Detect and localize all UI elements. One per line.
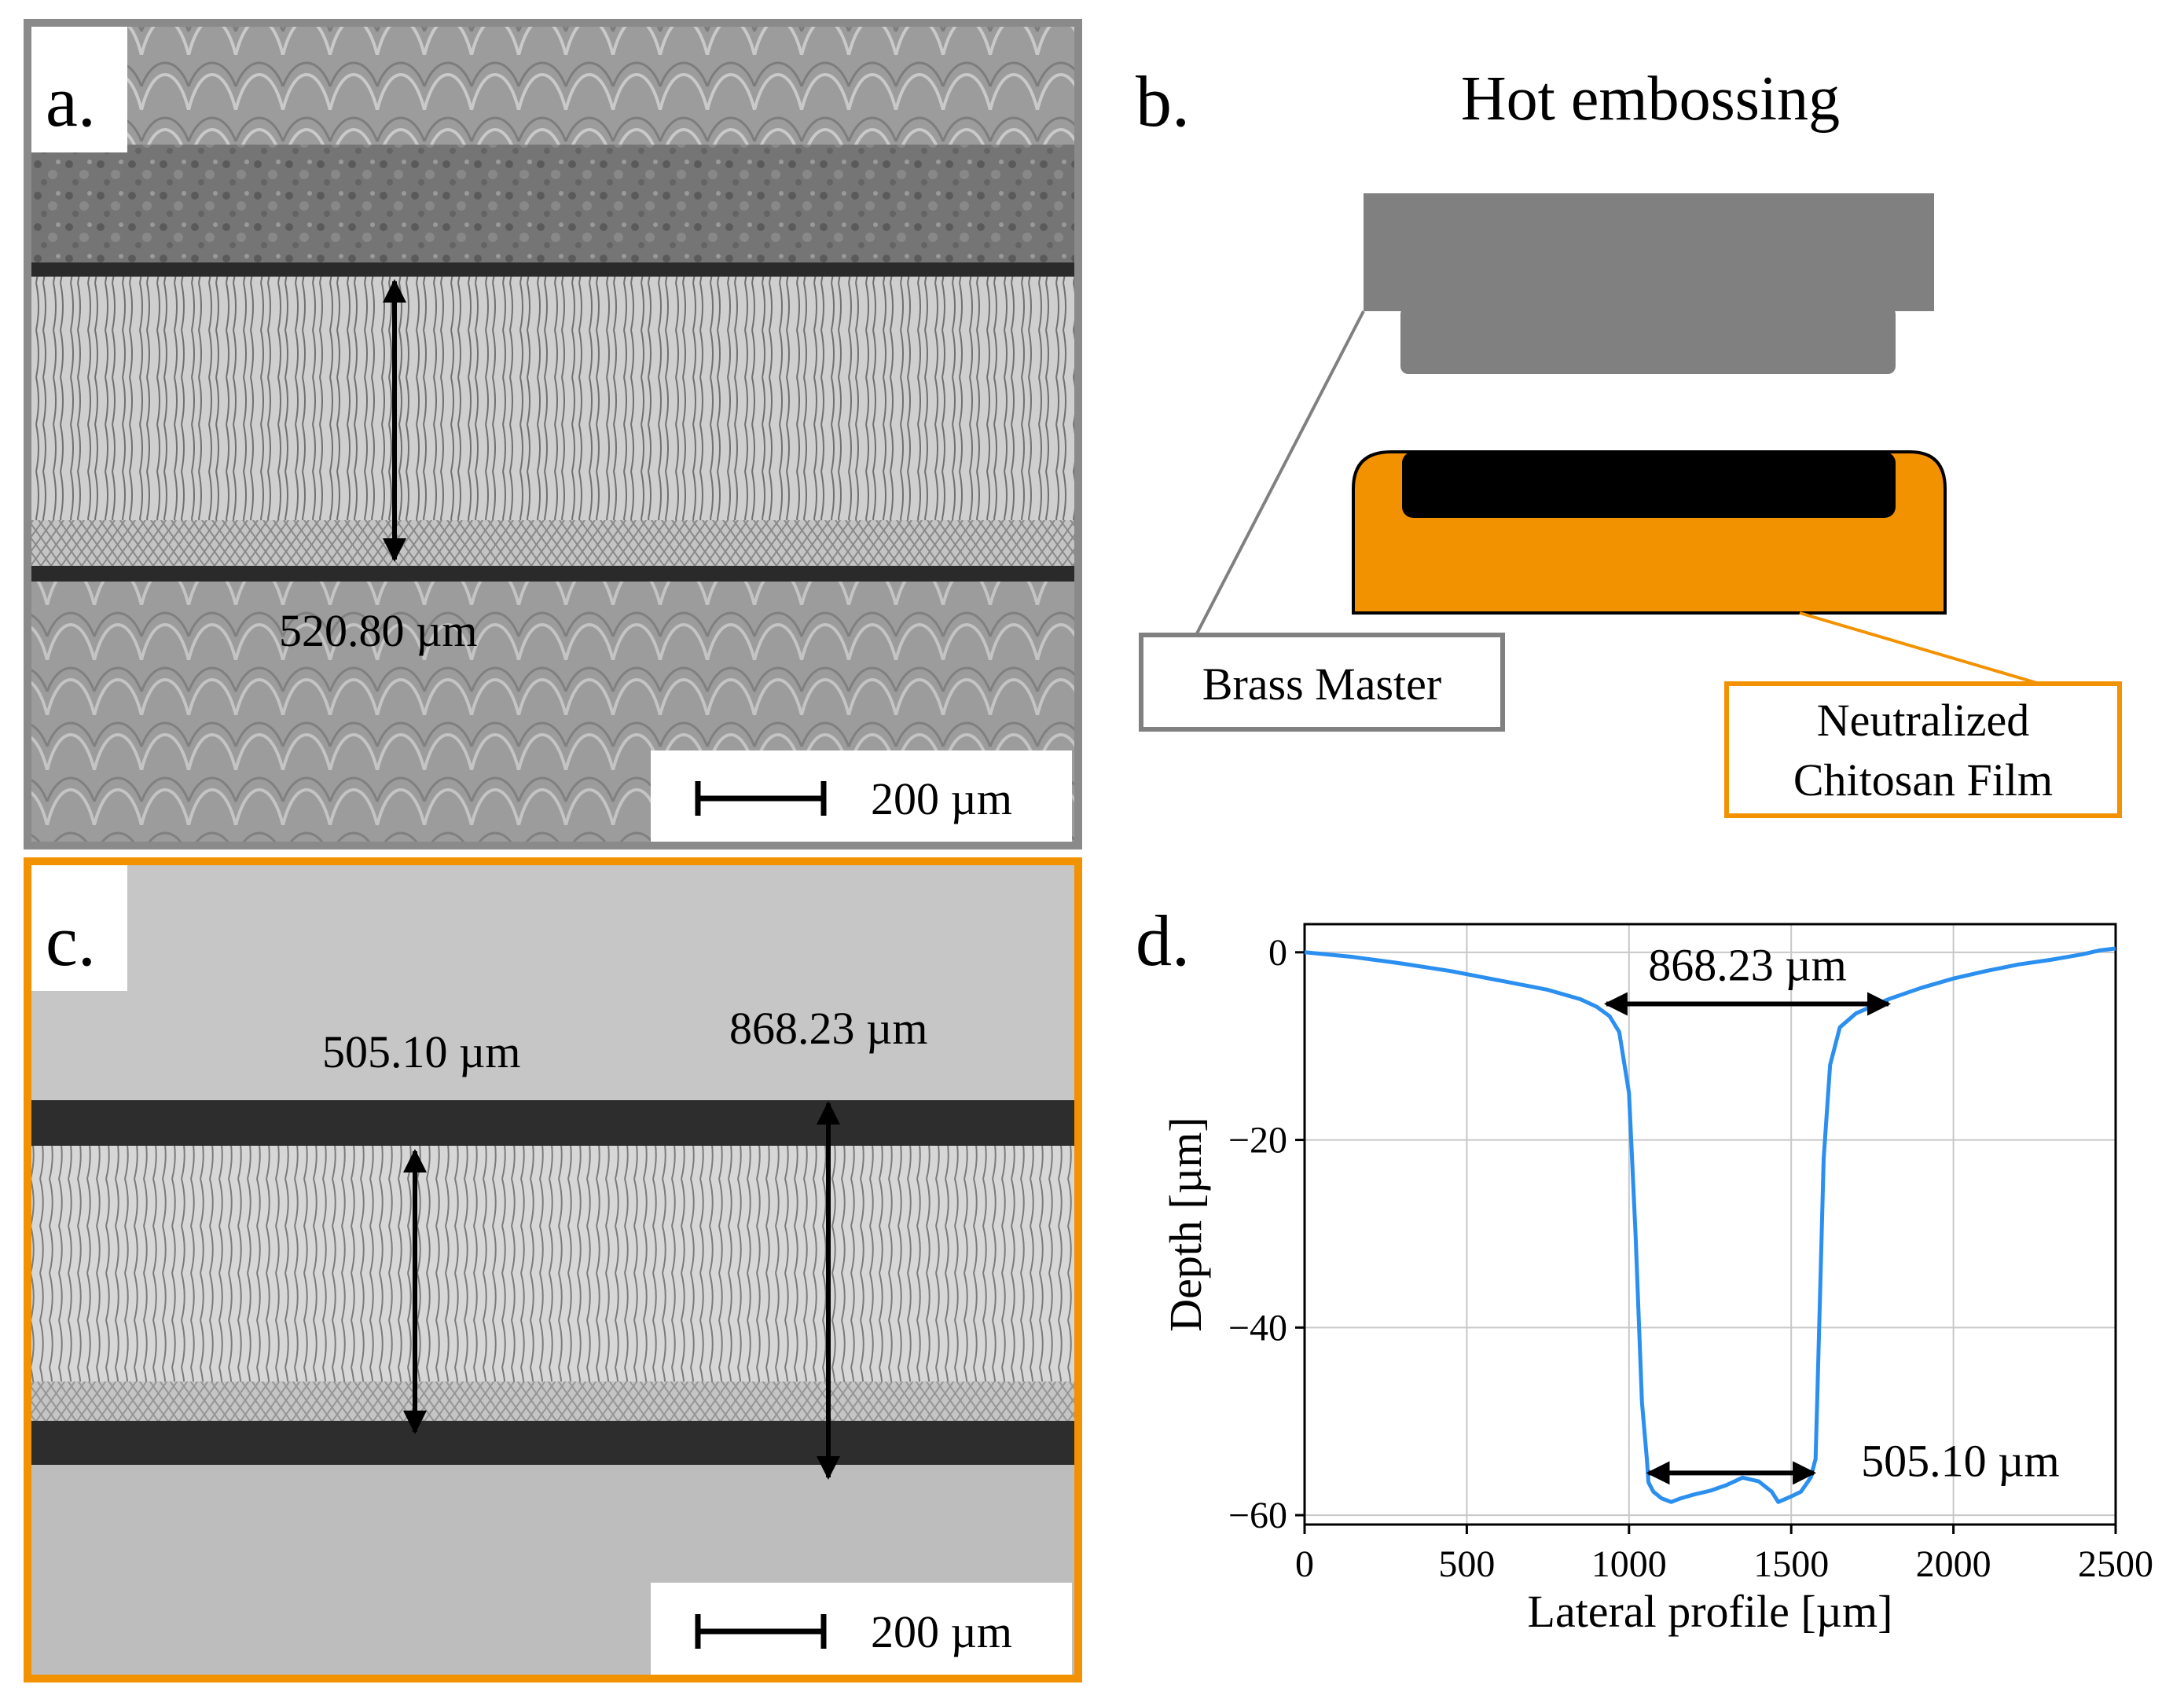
panel-c-letter-box <box>31 865 127 991</box>
panel-d: d. 0 500 1000 1500 2000 2500 0 −20 −40 −60Lateral… <box>1136 901 2153 1637</box>
brass-leader-line <box>1195 310 1365 636</box>
depth-profile-line <box>1304 946 2116 1504</box>
embossed-cavity <box>1402 452 1896 518</box>
panel-c: c. 505.10 µm 868.23 µm 200 µm <box>24 857 1082 1682</box>
micrograph-a-upper-band <box>31 145 1074 262</box>
micrograph-a-channel-weave <box>31 520 1074 566</box>
panel-a-letter-box <box>31 27 127 152</box>
chitosan-leader-line <box>1799 611 2040 685</box>
scalebar-a-label: 200 µm <box>871 773 1012 824</box>
micrograph-a-top-surface <box>31 27 1074 145</box>
micrograph-a-edge-top <box>31 262 1074 277</box>
x-tick-label: 2500 <box>2078 1543 2153 1585</box>
panel-c-letter: c. <box>46 901 96 981</box>
chitosan-label-line2: Chitosan Film <box>1793 754 2053 805</box>
y-tick-label: 0 <box>1268 932 1287 974</box>
panel-a-letter: a. <box>46 61 96 141</box>
scalebar-c-label: 200 µm <box>871 1606 1012 1657</box>
micrograph-c-channel <box>31 1146 1074 1382</box>
panel-a: a. 520.80 µm 200 µm <box>24 19 1082 850</box>
panel-b-title: Hot embossing <box>1461 64 1840 134</box>
measurement-a-label: 520.80 µm <box>279 605 478 656</box>
panel-b-letter: b. <box>1136 61 1190 141</box>
micrograph-c-top-surface <box>31 865 1074 1101</box>
y-axis-label: Depth [µm] <box>1160 1117 1211 1331</box>
brass-label-box <box>1139 633 1505 732</box>
micrograph-a-channel <box>31 277 1074 520</box>
x-tick-label: 2000 <box>1916 1543 1991 1585</box>
width-label-top: 868.23 µm <box>1648 939 1847 990</box>
micrograph-a-edge-bottom <box>31 566 1074 582</box>
brass-label: Brass Master <box>1202 659 1441 710</box>
y-tick-label: −60 <box>1228 1495 1287 1536</box>
chitosan-label-box <box>1724 681 2122 818</box>
plot-frame <box>1303 923 2117 1526</box>
chitosan-film-shape <box>1352 450 1947 615</box>
micrograph-c-edge-bottom <box>31 1421 1074 1465</box>
x-tick-label: 1000 <box>1591 1543 1667 1585</box>
x-tick-label: 0 <box>1295 1543 1314 1585</box>
x-tick-label: 1500 <box>1753 1543 1829 1585</box>
x-axis-label: Lateral profile [µm] <box>1528 1586 1893 1637</box>
micrograph-c-edge-top <box>31 1100 1074 1146</box>
y-tick-label: −20 <box>1228 1120 1287 1161</box>
y-tick-label: −40 <box>1228 1307 1287 1349</box>
chitosan-label-line1: Neutralized <box>1817 695 2030 746</box>
panel-b: b. Hot embossing Brass Master Neutralize… <box>1136 61 2122 818</box>
measurement-c-outer-label: 868.23 µm <box>729 1003 928 1054</box>
scalebar-a-icon <box>695 781 827 816</box>
x-tick-label: 500 <box>1438 1543 1495 1585</box>
panel-d-letter: d. <box>1136 901 1190 981</box>
scalebar-c-icon <box>695 1614 827 1649</box>
brass-master-shape <box>1364 193 1934 374</box>
micrograph-c-channel-weave <box>31 1382 1074 1421</box>
width-label-bottom: 505.10 µm <box>1861 1435 2060 1486</box>
measurement-c-inner-label: 505.10 µm <box>322 1026 521 1077</box>
